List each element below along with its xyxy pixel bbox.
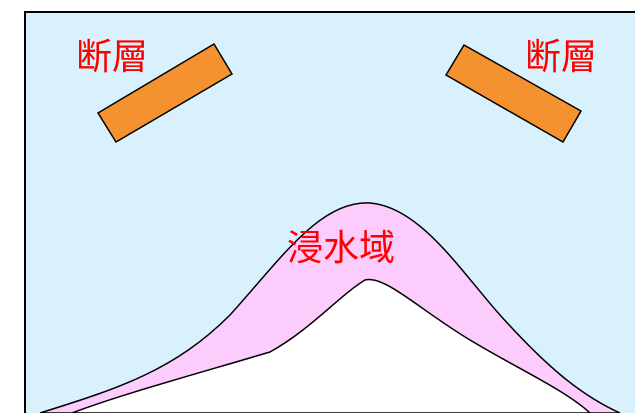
fault-label-left: 断層 — [76, 37, 149, 78]
flood-zone-label: 浸水域 — [287, 228, 396, 269]
fault-left — [96, 42, 234, 144]
fault-right — [444, 43, 583, 144]
fault-label-right: 断層 — [525, 37, 598, 78]
land-area — [71, 278, 592, 413]
